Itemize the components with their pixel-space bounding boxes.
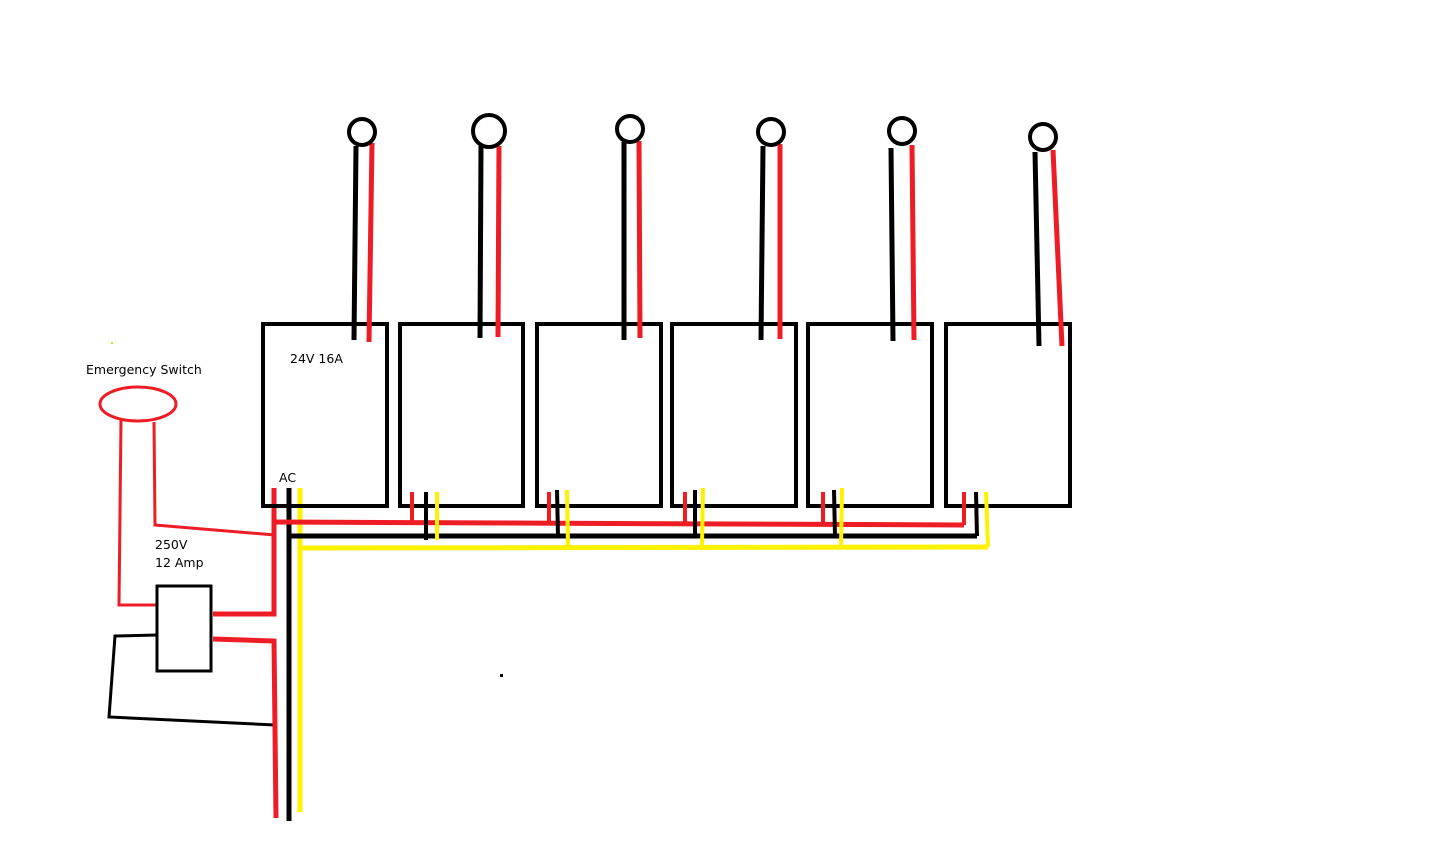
psu-neutral-tap xyxy=(974,491,979,537)
emergency-switch xyxy=(98,342,276,607)
psu-earth-tap xyxy=(700,487,705,548)
sensor-positive-wire xyxy=(366,142,375,343)
main-live-in xyxy=(212,636,279,819)
breaker-current-label: 12 Amp xyxy=(155,555,204,570)
power-supply-3 xyxy=(535,322,663,548)
sensor-positive-wire xyxy=(495,145,502,338)
sensor-negative-wire xyxy=(758,145,766,341)
sensor-head xyxy=(347,117,377,147)
earth-bus xyxy=(299,544,989,551)
switch-wire-to-breaker xyxy=(117,419,158,607)
breaker-neutral-wire xyxy=(107,633,276,727)
power-supply-4 xyxy=(670,322,798,548)
sensor-positive-wire xyxy=(636,140,643,339)
ac-input-label: AC xyxy=(279,470,296,485)
breaker-body xyxy=(155,584,213,673)
sensor-negative-wire xyxy=(351,145,359,341)
sensor-negative-wire xyxy=(477,145,484,339)
sensor-2 xyxy=(471,113,507,339)
psu-earth-tap xyxy=(839,487,844,548)
psu-body xyxy=(535,322,663,508)
breaker-live-out xyxy=(213,488,277,617)
psu-body xyxy=(944,322,1072,508)
power-supply-2 xyxy=(398,322,525,540)
breaker xyxy=(107,488,279,819)
psu-earth-tap xyxy=(984,491,990,548)
sensor-6 xyxy=(1028,122,1065,347)
power-supply-6 xyxy=(944,322,1072,548)
sensor-1 xyxy=(347,117,377,343)
psu-body xyxy=(670,322,798,508)
psu-body xyxy=(261,322,389,508)
live-bus xyxy=(273,519,965,528)
emergency-switch-body xyxy=(98,385,178,423)
sensor-negative-wire xyxy=(1032,151,1042,347)
power-supply-5 xyxy=(806,322,934,548)
stray-dot xyxy=(500,674,503,677)
sensor-positive-wire xyxy=(909,144,917,341)
emergency-switch-label: Emergency Switch xyxy=(86,362,202,377)
psu-earth-tap xyxy=(565,489,570,548)
sensor-3 xyxy=(615,114,645,340)
breaker-voltage-label: 250V xyxy=(155,537,188,552)
sensor-head xyxy=(615,114,645,144)
switch-wire-to-bus xyxy=(152,421,276,537)
sensor-negative-wire xyxy=(888,147,896,342)
power-supply-1 xyxy=(261,322,389,508)
psu-body xyxy=(398,322,525,508)
sensor-5 xyxy=(887,116,917,342)
sensor-head xyxy=(1028,122,1058,152)
sensor-head xyxy=(887,116,917,146)
psu-neutral-tap xyxy=(832,489,837,537)
psu-rating-label: 24V 16A xyxy=(290,351,343,366)
psu-body xyxy=(806,322,934,508)
sensor-head xyxy=(756,117,786,147)
sensor-4 xyxy=(756,117,786,341)
sensor-head xyxy=(471,113,507,149)
psu-neutral-tap xyxy=(555,489,560,537)
sensor-positive-wire xyxy=(1050,149,1065,347)
